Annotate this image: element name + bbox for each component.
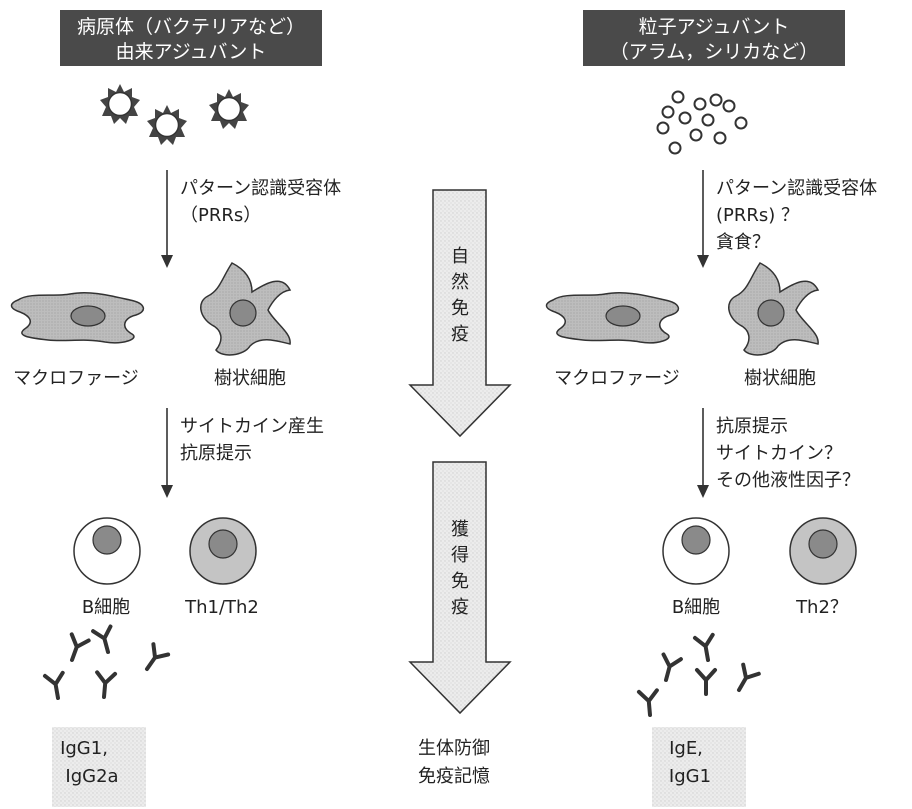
right-bcell-label: B細胞 [672,597,720,618]
adaptive-label-char3: 免 [451,571,469,592]
adaptive-immunity-arrow [408,461,512,715]
adaptive-label-char4: 疫 [451,597,469,618]
left-antibody-label-bg [52,727,146,807]
left-dendritic-cell [200,262,292,356]
left-column: 病原体（バクテリアなど） 由来アジュバント パターン認識受容体 （PRRs） マ… [10,10,341,807]
left-antibody-label-line2: IgG2a [65,766,118,787]
right-arrow-1 [697,170,709,268]
innate-label-char1: 自 [451,246,469,267]
outcome-label-line1: 生体防御 [418,738,490,759]
right-step2-line3: その他液性因子？ [716,470,860,491]
left-antibodies [42,624,171,702]
particle-adjuvant-icons [656,90,748,155]
left-header-line2: 由来アジュバント [116,41,267,63]
left-step1-line1: パターン認識受容体 [180,178,341,199]
left-th-label: Th1/Th2 [184,597,259,618]
right-header-box [583,10,845,66]
bacteria-adjuvant-icons [99,83,250,146]
right-step1-line2: (PRRs) ？ [716,205,799,226]
left-header-box [60,10,322,66]
left-header-line1: 病原体（バクテリアなど） [77,16,305,38]
left-bcell [73,517,141,585]
right-antibody-label-line2: IgG1 [669,766,711,787]
right-macrophage [545,291,680,344]
right-antibodies [636,632,761,718]
left-antibody-label-line1: IgG1, [60,738,108,759]
right-step2-line1: 抗原提示 [716,416,788,437]
center-column: 自 然 免 疫 獲 得 免 疫 生体防御 免疫記憶 [408,189,512,787]
right-macrophage-label: マクロファージ [554,368,680,389]
innate-label-char4: 疫 [451,324,469,345]
outcome-label-line2: 免疫記憶 [418,766,490,787]
right-th-cell [789,517,857,585]
innate-label-char3: 免 [451,298,469,319]
right-dendritic-label: 樹状細胞 [744,368,816,389]
innate-immunity-arrow [408,189,512,438]
right-step1-line3: 貪食？ [716,231,770,253]
left-step2-line2: 抗原提示 [180,443,252,464]
left-step2-line1: サイトカイン産生 [180,416,324,437]
right-antibody-label-bg [652,727,746,807]
right-bcell [662,517,730,585]
left-macrophage [10,291,145,344]
right-dendritic-cell [728,262,820,356]
innate-label-char2: 然 [451,272,469,293]
left-arrow-1 [161,170,173,268]
right-column: 粒子アジュバント （アラム，シリカなど） パターン認識受容体 (PRRs) ？ … [545,10,877,807]
adaptive-label-char2: 得 [451,545,469,566]
left-step1-line2: （PRRs） [180,205,261,226]
right-antibody-label-line1: IgE, [669,738,703,759]
left-th-cell [189,517,257,585]
left-bcell-label: B細胞 [82,597,130,618]
right-arrow-2 [697,408,709,498]
left-dendritic-label: 樹状細胞 [214,368,286,389]
adaptive-label-char1: 獲 [451,519,469,540]
right-header-line2: （アラム，シリカなど） [610,41,818,63]
left-macrophage-label: マクロファージ [13,368,139,389]
right-step2-line2: サイトカイン？ [716,443,842,464]
right-header-line1: 粒子アジュバント [639,16,790,38]
right-step1-line1: パターン認識受容体 [716,178,877,199]
left-arrow-2 [161,408,173,498]
right-th-label: Th2？ [795,597,848,618]
